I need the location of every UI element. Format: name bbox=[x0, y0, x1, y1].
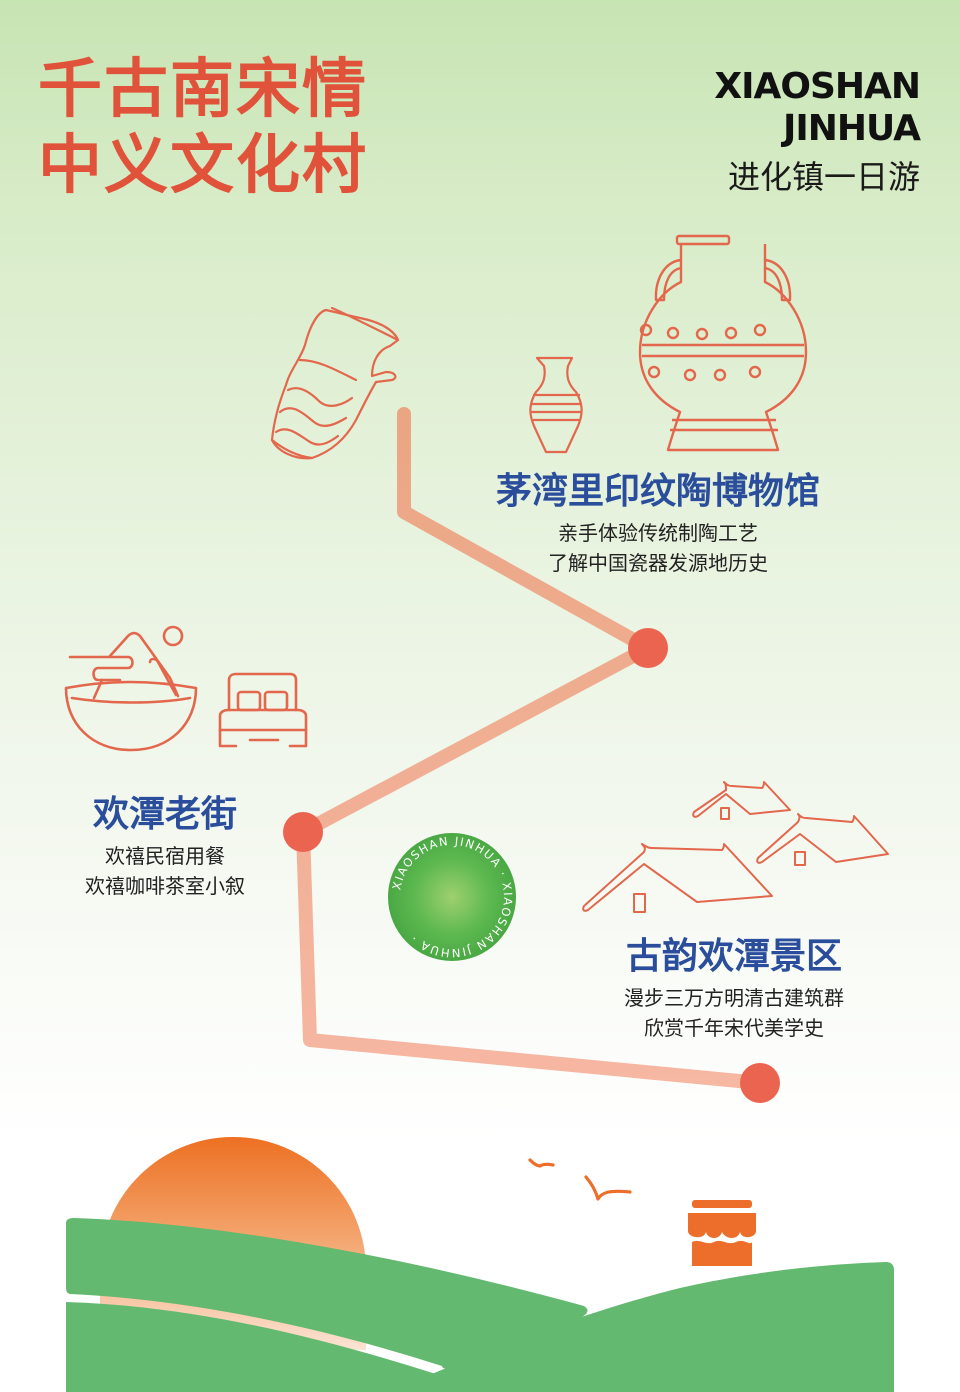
route-node-museum bbox=[628, 628, 668, 668]
stop-title: 茅湾里印纹陶博物馆 bbox=[495, 471, 820, 512]
small-vase-icon bbox=[529, 356, 583, 454]
stop-desc-line-2: 了解中国瓷器发源地历史 bbox=[548, 551, 768, 575]
tilted-jug-icon bbox=[270, 306, 400, 460]
stop-scenic-area: 古韵欢潭景区 漫步三万方明清古建筑群 欣赏千年宋代美学史 bbox=[596, 935, 872, 1043]
green-hills bbox=[66, 1218, 894, 1392]
food-bowl-icon bbox=[64, 625, 198, 752]
route-nodes bbox=[283, 628, 780, 1103]
birds-icon bbox=[528, 1158, 632, 1201]
ancient-houses-icon bbox=[582, 781, 889, 913]
stop-old-street: 欢潭老街 欢禧民宿用餐 欢禧咖啡茶室小叙 bbox=[60, 793, 270, 901]
stop-desc-line-1: 漫步三万方明清古建筑群 bbox=[624, 986, 844, 1010]
stop-museum: 茅湾里印纹陶博物馆 亲手体验传统制陶工艺 了解中国瓷器发源地历史 bbox=[478, 470, 838, 578]
stop-desc-line-1: 欢禧民宿用餐 bbox=[105, 844, 225, 868]
large-amphora-icon bbox=[638, 234, 808, 452]
brand-subtitle: 进化镇一日游 bbox=[727, 158, 920, 196]
stop-desc-line-2: 欣赏千年宋代美学史 bbox=[644, 1016, 824, 1040]
stop-desc-line-2: 欢禧咖啡茶室小叙 bbox=[85, 874, 245, 898]
poster-title: 千古南宋情 中义文化村 bbox=[38, 52, 368, 204]
brand-block: XIAOSHAN JINHUA 进化镇一日游 bbox=[714, 66, 921, 200]
title-line-2: 中义文化村 bbox=[38, 129, 368, 203]
xiaoshan-jinhua-badge-icon: XIAOSHAN JINHUA · XIAOSHAN JINHUA · bbox=[388, 833, 516, 961]
route-node-scenic-area bbox=[740, 1063, 780, 1103]
route-path bbox=[296, 407, 767, 1090]
stop-title: 古韵欢潭景区 bbox=[625, 936, 842, 977]
title-line-1: 千古南宋情 bbox=[38, 53, 368, 127]
brand-line-1: XIAOSHAN bbox=[714, 66, 921, 107]
stop-title: 欢潭老街 bbox=[92, 794, 237, 835]
brand-line-2: JINHUA bbox=[782, 108, 921, 149]
bed-icon bbox=[218, 672, 308, 748]
shop-stall-icon bbox=[688, 1200, 756, 1266]
route-node-old-street bbox=[283, 812, 323, 852]
stop-desc-line-1: 亲手体验传统制陶工艺 bbox=[558, 521, 758, 545]
